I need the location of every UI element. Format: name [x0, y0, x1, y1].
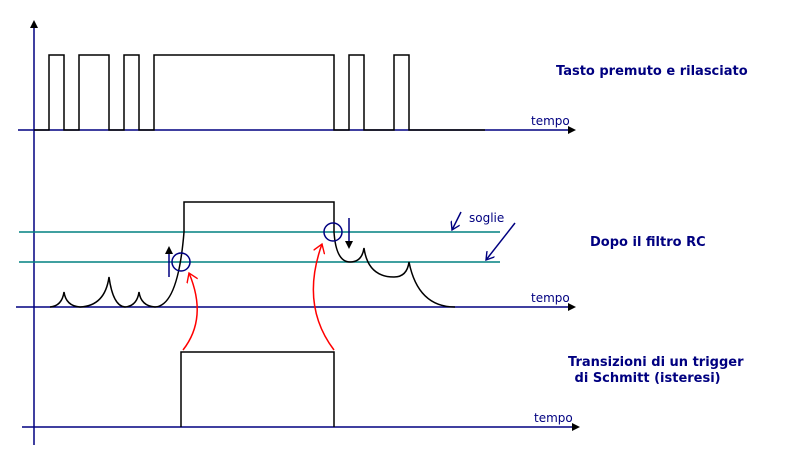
panel-title-schmitt-line1: Transizioni di un trigger	[568, 355, 744, 370]
panel-title-keypress: Tasto premuto e rilasciato	[556, 64, 748, 79]
transition-arrow-fall	[312, 244, 335, 351]
lower-crossing-marker	[323, 222, 343, 242]
transition-arrow-rise	[182, 273, 197, 351]
panel-title-schmitt-line2: di Schmitt (isteresi)	[570, 371, 721, 386]
rc-filtered-signal	[49, 201, 456, 308]
panel-schmitt: tempo Transizioni di un trigger di Schmi…	[22, 351, 744, 431]
panel-title-rc-filter: Dopo il filtro RC	[590, 235, 706, 250]
threshold-pointer-lower	[486, 222, 516, 260]
panel-rc-filter: soglie tempo Dopo il filtro RC	[16, 201, 706, 311]
time-label-1: tempo	[531, 114, 570, 128]
schmitt-output-signal	[180, 351, 335, 427]
keypress-signal	[34, 54, 485, 131]
time-label-3: tempo	[534, 411, 573, 425]
time-label-2: tempo	[531, 291, 570, 305]
threshold-label: soglie	[469, 211, 504, 225]
threshold-pointer-upper	[452, 211, 462, 230]
upper-crossing-marker	[171, 252, 191, 272]
panel-keypress: tempo Tasto premuto e rilasciato	[18, 54, 748, 134]
